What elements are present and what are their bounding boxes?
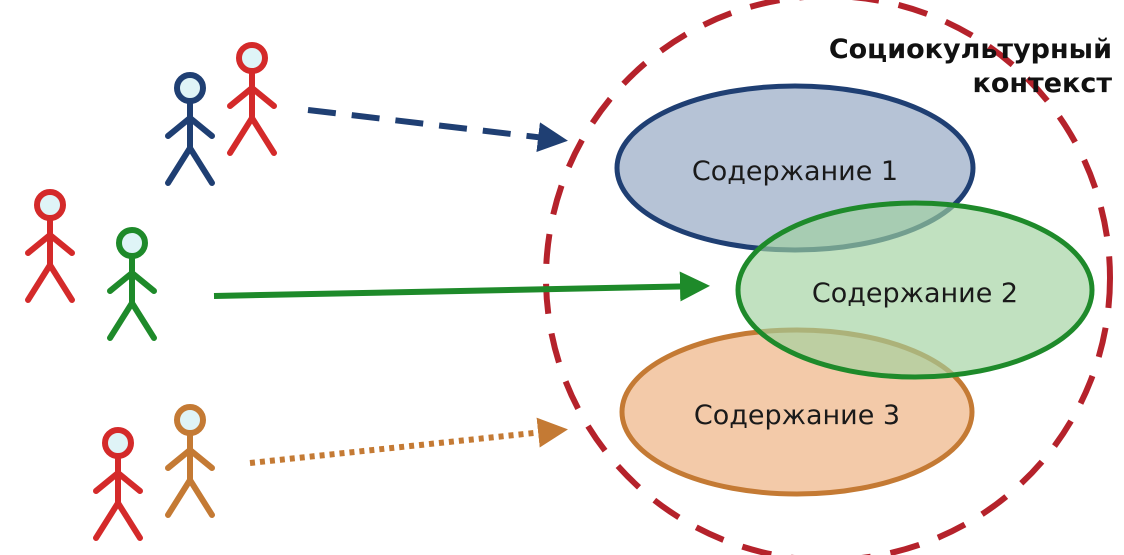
figure-arm: [165, 115, 193, 139]
figure-arm: [107, 270, 135, 294]
figure-arm: [47, 232, 75, 256]
stick-figure: [107, 227, 157, 341]
figure-head: [174, 404, 206, 436]
figure-arm: [187, 447, 215, 471]
figure-arm: [187, 115, 215, 139]
stick-figures: [25, 42, 277, 541]
figure-leg: [107, 300, 135, 341]
figure-leg: [115, 500, 143, 541]
figure-arm: [129, 270, 157, 294]
figure-arm: [93, 470, 121, 494]
figure-arm: [227, 85, 255, 109]
figure-arm: [115, 470, 143, 494]
stick-figure: [227, 42, 277, 156]
figure-leg: [249, 115, 277, 156]
figure-leg: [93, 500, 121, 541]
content-label-3: Содержание 3: [694, 400, 900, 431]
dashed-arrow: [307, 107, 568, 153]
figure-leg: [47, 262, 75, 303]
figure-leg: [187, 477, 215, 518]
figure-head: [116, 227, 148, 259]
figure-head: [236, 42, 268, 74]
content-ellipse-2: [735, 200, 1095, 380]
stick-figure: [93, 427, 143, 541]
figure-head: [34, 189, 66, 221]
figure-leg: [165, 477, 193, 518]
context-label-line1: Социокультурный: [829, 34, 1112, 65]
figure-head: [174, 72, 206, 104]
figure-leg: [129, 300, 157, 341]
figure-leg: [187, 145, 215, 186]
stick-figure: [165, 404, 215, 518]
solid-arrow: [213, 271, 710, 302]
content-label-1: Содержание 1: [692, 156, 898, 187]
figure-leg: [227, 115, 255, 156]
figure-leg: [165, 145, 193, 186]
figure-arm: [165, 447, 193, 471]
figure-arm: [25, 232, 53, 256]
stick-figure: [25, 189, 75, 303]
context-label-line2: контекст: [973, 68, 1113, 99]
stick-figure: [165, 72, 215, 186]
figure-head: [102, 427, 134, 459]
content-label-2: Содержание 2: [812, 278, 1018, 309]
sociocultural-context-circle: [543, 0, 1113, 555]
figure-leg: [25, 262, 53, 303]
figure-arm: [249, 85, 277, 109]
dotted-arrow: [249, 417, 568, 466]
